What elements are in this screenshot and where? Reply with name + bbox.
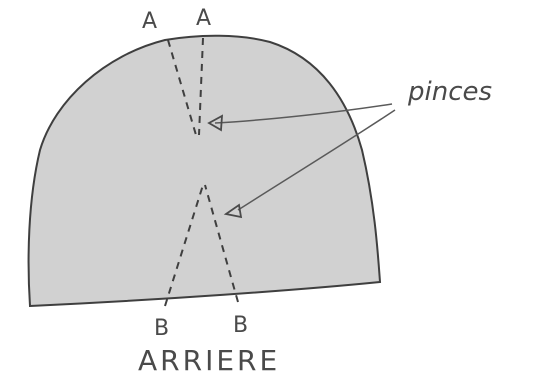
darts-annotation: pinces bbox=[407, 77, 492, 107]
arrow-line-lower bbox=[237, 109, 396, 211]
bottom-point-label-right: B bbox=[233, 313, 248, 338]
arrow-head-lower bbox=[223, 203, 243, 219]
top-point-label-left: A bbox=[142, 9, 157, 34]
top-point-label-right: A bbox=[196, 6, 211, 31]
piece-caption: ARRIERE bbox=[138, 344, 280, 377]
arrow-head-upper bbox=[207, 114, 224, 132]
upper-dart-right-leg bbox=[198, 37, 204, 136]
lower-dart-left-leg bbox=[164, 184, 204, 307]
arrow-line-upper bbox=[214, 103, 393, 124]
upper-dart-left-leg bbox=[167, 39, 197, 136]
bottom-point-label-left: B bbox=[154, 316, 169, 341]
pattern-piece bbox=[27, 34, 382, 308]
